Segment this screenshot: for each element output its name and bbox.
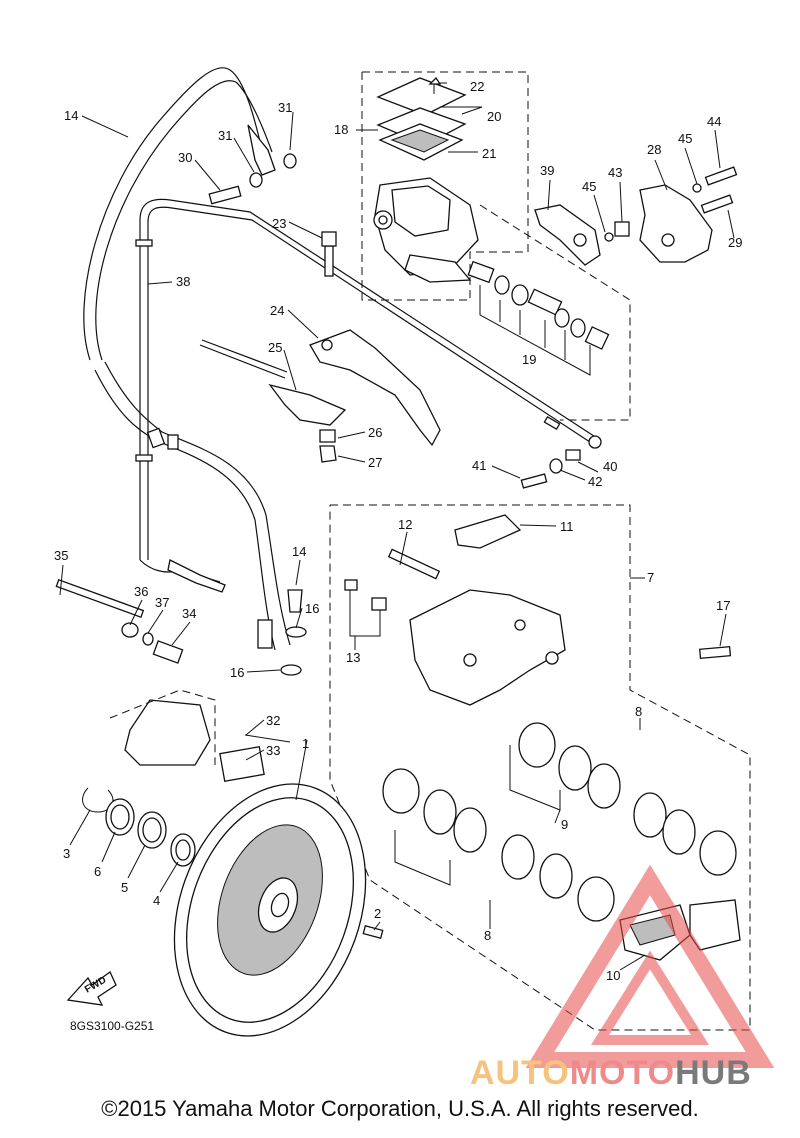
brake-hose <box>83 67 291 651</box>
label-38: 38 <box>176 274 190 289</box>
brake-caliper <box>280 514 732 706</box>
part-number-labels: 14 31 31 30 23 38 24 25 26 27 18 22 20 2… <box>54 79 742 1033</box>
watermark-text: AUTOMOTOHUB <box>470 1054 752 1092</box>
brake-disc <box>173 783 384 1037</box>
label-12: 12 <box>398 517 412 532</box>
label-33: 33 <box>266 743 280 758</box>
leader-lines <box>59 82 735 971</box>
label-32: 32 <box>266 713 280 728</box>
drawing-code: 8GS3100-G251 <box>70 1019 154 1033</box>
label-29: 29 <box>728 235 742 250</box>
label-28: 28 <box>647 142 661 157</box>
label-45a: 45 <box>582 179 596 194</box>
label-14: 14 <box>64 108 78 123</box>
fwd-arrow-icon: FWD <box>66 971 117 1006</box>
label-26: 26 <box>368 425 382 440</box>
label-27: 27 <box>368 455 382 470</box>
label-43: 43 <box>608 165 622 180</box>
fasteners <box>208 153 581 489</box>
label-22: 22 <box>470 79 484 94</box>
label-45b: 45 <box>678 131 692 146</box>
label-5: 5 <box>121 880 128 895</box>
label-31a: 31 <box>278 100 292 115</box>
master-cylinder <box>373 76 610 376</box>
watermark-logo <box>525 864 775 1068</box>
brake-lever <box>199 231 441 463</box>
label-13: 13 <box>346 650 360 665</box>
label-25: 25 <box>268 340 282 355</box>
label-40: 40 <box>603 459 617 474</box>
brake-cable <box>135 198 602 593</box>
pedal-parts <box>55 578 291 783</box>
label-37: 37 <box>155 595 169 610</box>
seals <box>82 787 196 867</box>
label-7: 7 <box>647 570 654 585</box>
label-41: 41 <box>472 458 486 473</box>
label-11: 11 <box>560 519 574 534</box>
label-20: 20 <box>487 109 501 124</box>
label-3: 3 <box>63 846 70 861</box>
label-10: 10 <box>606 968 620 983</box>
label-6: 6 <box>94 864 101 879</box>
label-16b: 16 <box>230 665 244 680</box>
caliper-pistons <box>382 722 737 922</box>
label-44: 44 <box>707 114 721 129</box>
label-21: 21 <box>482 146 496 161</box>
label-1: 1 <box>302 736 309 751</box>
label-18: 18 <box>334 122 348 137</box>
label-4: 4 <box>153 893 160 908</box>
lever-bracket <box>534 166 738 266</box>
label-31b: 31 <box>218 128 232 143</box>
label-36: 36 <box>134 584 148 599</box>
label-16a: 16 <box>305 601 319 616</box>
label-23: 23 <box>272 216 286 231</box>
label-35: 35 <box>54 548 68 563</box>
piston-kit <box>467 260 610 376</box>
label-15: 14 <box>292 544 306 559</box>
label-24: 24 <box>270 303 284 318</box>
copyright-text: ©2015 Yamaha Motor Corporation, U.S.A. A… <box>101 1096 699 1121</box>
label-42: 42 <box>588 474 602 489</box>
label-19: 19 <box>522 352 536 367</box>
label-8b: 8 <box>484 928 491 943</box>
label-17: 17 <box>716 598 730 613</box>
label-34: 34 <box>182 606 196 621</box>
label-8a: 8 <box>635 704 642 719</box>
label-30: 30 <box>178 150 192 165</box>
label-2: 2 <box>374 906 381 921</box>
label-39: 39 <box>540 163 554 178</box>
label-9: 9 <box>561 817 568 832</box>
